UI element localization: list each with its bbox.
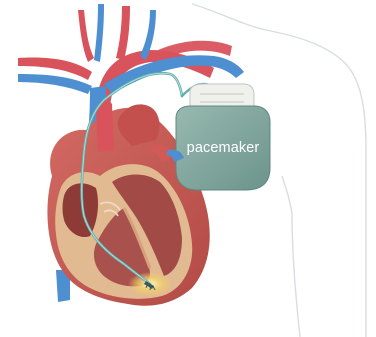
carotid-artery-left <box>78 10 94 62</box>
pacemaker-label: pacemaker <box>187 140 260 156</box>
body-silhouette-arm <box>282 176 292 214</box>
carotid-artery-right <box>116 6 130 60</box>
jugular-vein-left <box>94 4 104 62</box>
subclavian-vein-left <box>18 74 92 94</box>
pacemaker-device: pacemaker <box>176 84 270 190</box>
